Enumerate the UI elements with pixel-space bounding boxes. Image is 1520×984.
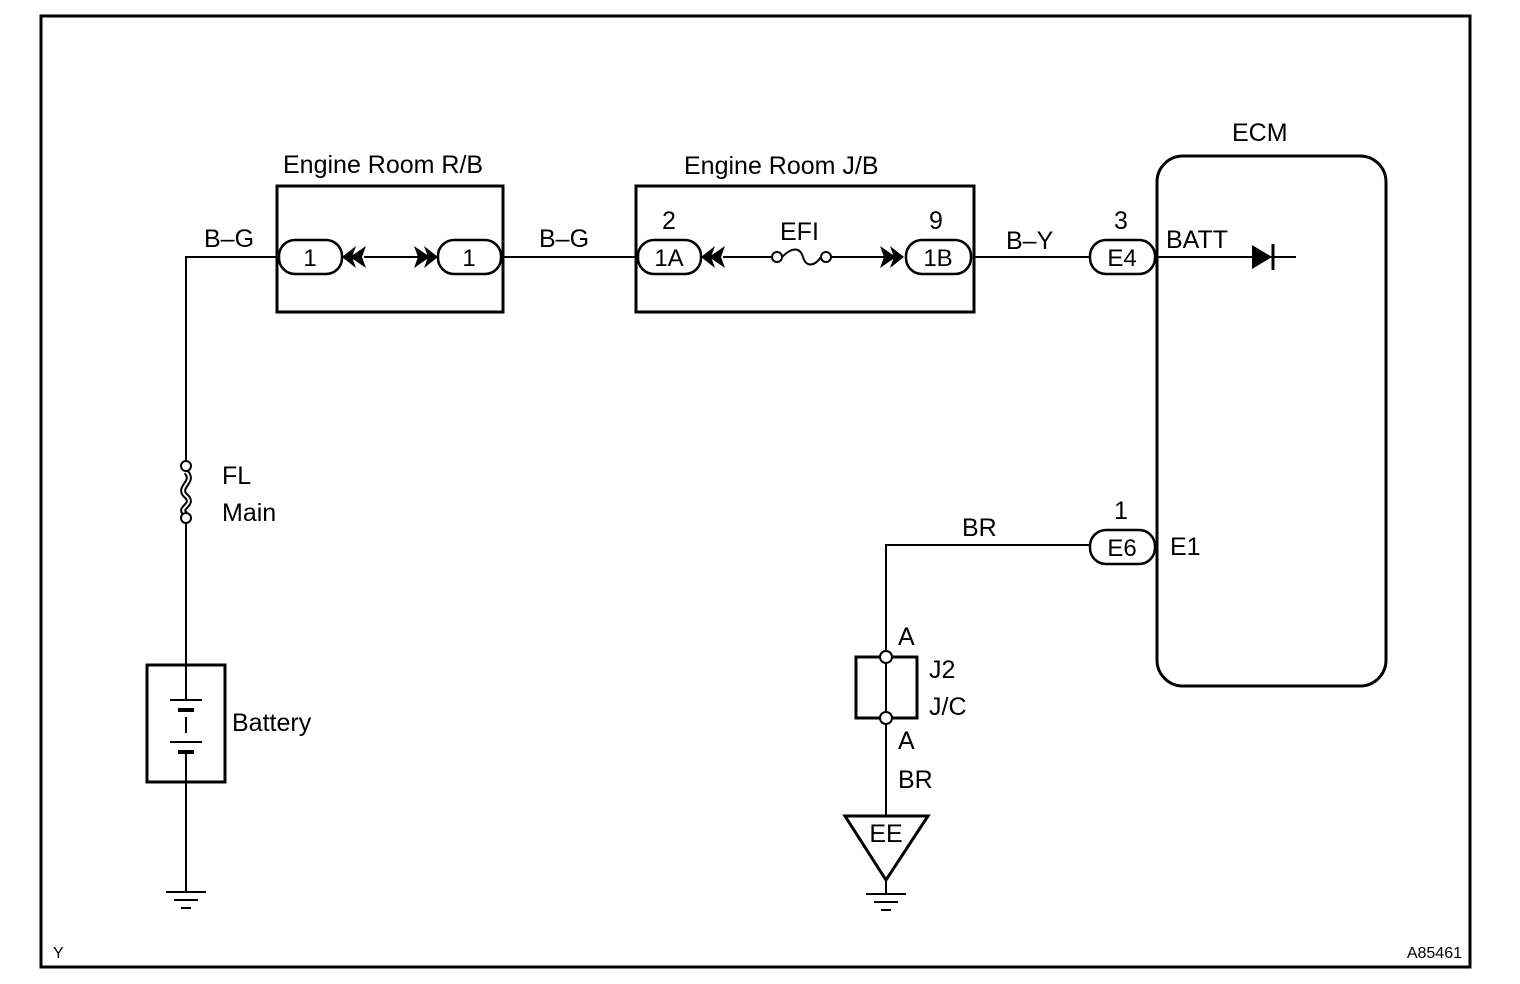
rb-arrow-left-icon [342,246,366,268]
ecm-e6-connector-label: E6 [1107,535,1136,562]
jb-output-connector: 1B [904,238,973,276]
jb-input-connector: 1A [636,238,703,276]
figure-id-label: A85461 [1407,945,1462,962]
j2-label: J2 [929,656,955,684]
main-label: Main [222,499,276,527]
fl-label: FL [222,462,251,490]
ecm-box [1155,154,1388,688]
rb-input-connector-label: 1 [303,245,316,272]
engine-room-rb-box [275,184,505,314]
battery-label: Battery [232,709,312,737]
battery-ground-icon [166,782,206,909]
fusible-link-icon [180,460,192,524]
jb-input-connector-label: 1A [654,245,683,272]
rb-arrow-right-icon [414,246,438,268]
ecm-e6-connector: E6 [1088,528,1157,566]
efi-fuse-icon [771,248,832,266]
ecm-e4-connector: E4 [1088,238,1157,276]
ground-icon [866,880,906,911]
jc-bottom-terminal-label: A [898,727,915,755]
wire-color-bg-left: B–G [204,225,254,253]
engine-room-rb-title: Engine Room R/B [283,151,483,179]
rb-output-connector: 1 [436,238,503,276]
battery-icon [145,663,227,784]
batt-terminal-label: BATT [1166,226,1228,254]
engine-room-jb-box [634,184,976,314]
jc-label: J/C [929,693,967,721]
corner-label-left: Y [53,945,64,962]
ecm-e6-pin-number: 1 [1114,497,1128,525]
jb-arrow-right-icon [880,246,904,268]
ground-point-ee-icon [842,814,931,883]
wire-color-br-bottom: BR [898,766,933,794]
efi-label: EFI [780,218,819,246]
rb-input-connector: 1 [277,238,344,276]
rb-output-connector-label: 1 [462,245,475,272]
jb-arrow-left-icon [701,246,725,268]
jb-input-pin-number: 2 [662,207,676,235]
jb-output-pin-number: 9 [929,207,943,235]
ecm-title: ECM [1232,119,1288,147]
jb-output-connector-label: 1B [923,245,952,272]
junction-connector-icon [854,650,919,725]
diode-icon [1252,244,1275,270]
diagram-frame [39,14,1472,969]
wire-color-by: B–Y [1006,227,1054,255]
ecm-e4-pin-number: 3 [1114,207,1128,235]
jc-top-terminal-label: A [898,623,915,651]
engine-room-jb-title: Engine Room J/B [684,152,879,180]
wire-color-br-top: BR [962,514,997,542]
ecm-e4-connector-label: E4 [1107,245,1136,272]
ground-point-ee-label: EE [869,820,902,848]
e1-terminal-label: E1 [1170,533,1201,561]
wire-color-bg-middle: B–G [539,225,589,253]
